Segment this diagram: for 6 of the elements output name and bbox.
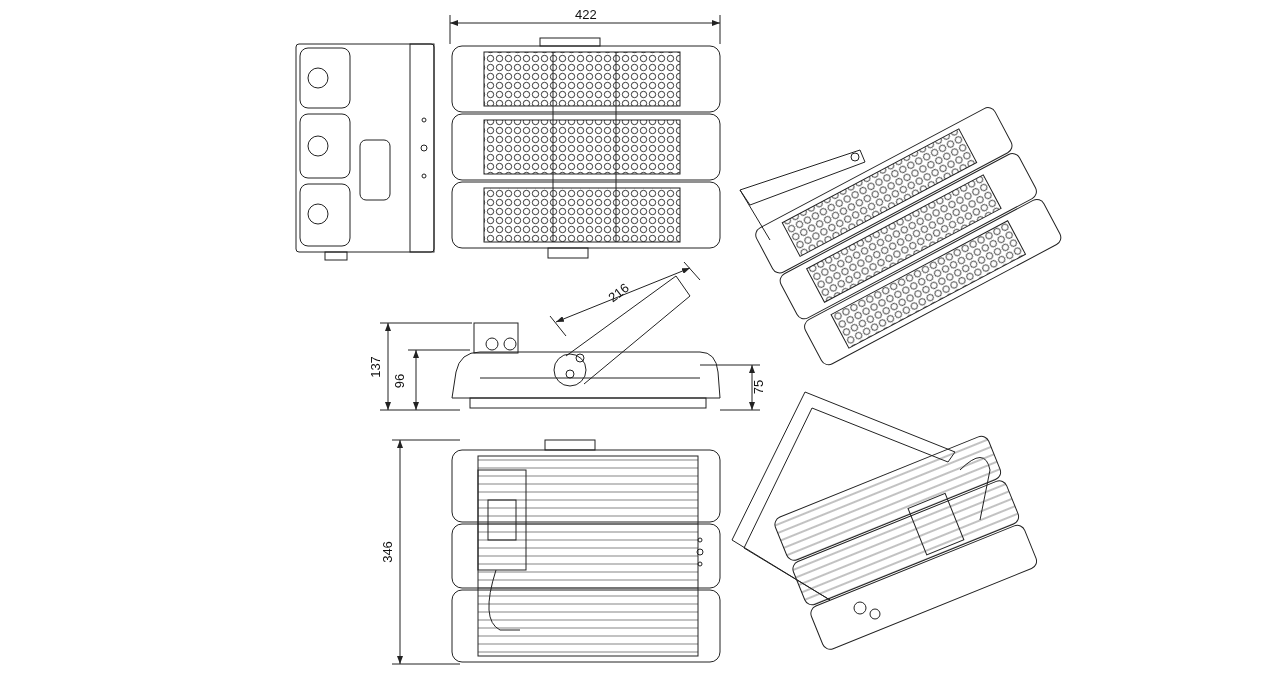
dimension-label: 96 [393,373,408,389]
dimension-label: 137 [368,356,383,378]
dimension-label: 346 [380,541,395,563]
dimension-label: 422 [575,8,597,22]
dimension-label: 216 [606,280,632,306]
dimension-label: 75 [752,379,767,395]
